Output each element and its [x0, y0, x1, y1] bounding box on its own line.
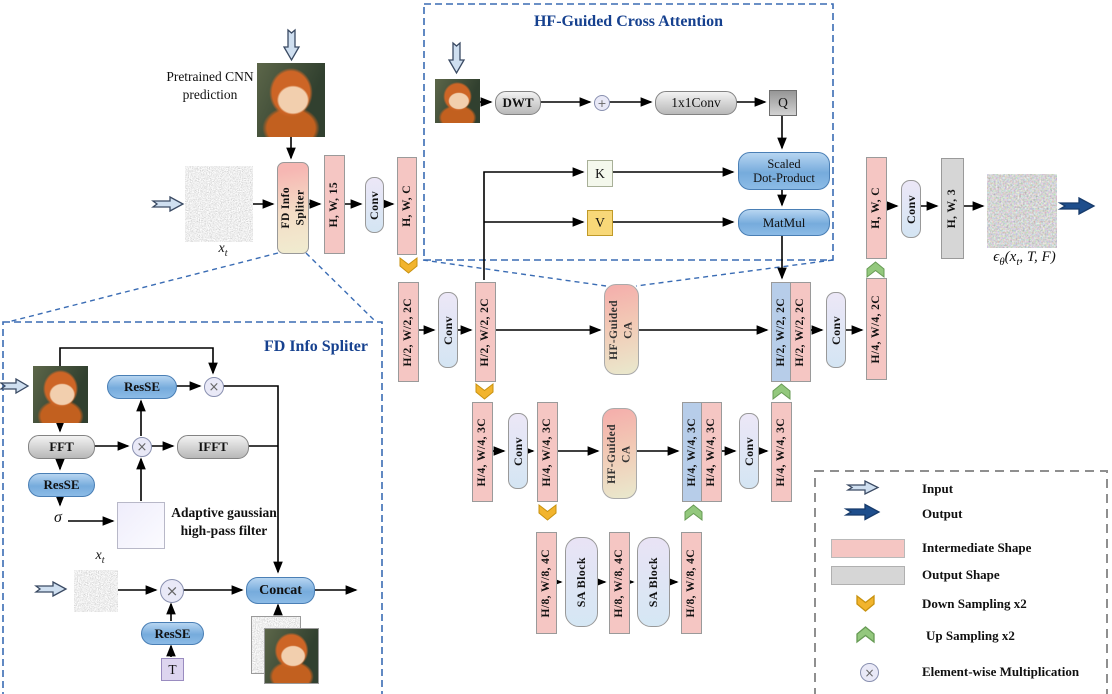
down-sampling-icon — [399, 256, 418, 274]
shape-block-row3-mid: H/4, W/4, 3C — [537, 402, 558, 502]
connector-arrows — [55, 97, 985, 657]
input-arrow-icon — [0, 377, 30, 395]
shape-block-row2-in: H/2, W/2, 2C — [398, 282, 419, 382]
legend-intermediate-swatch — [831, 539, 905, 558]
resse-block-left: ResSE — [28, 473, 95, 497]
conv-block: Conv — [508, 413, 528, 489]
noisy-input-xt-image — [185, 166, 253, 242]
conv-block: Conv — [365, 177, 384, 233]
shape-block-row3-skip: H/4, W/4, 3C — [682, 402, 703, 502]
resse-block-bottom: ResSE — [141, 622, 204, 645]
timestep-box: T — [161, 658, 184, 681]
down-sampling-icon — [538, 503, 557, 521]
up-sampling-icon — [866, 261, 885, 279]
input-arrow-icon — [282, 28, 301, 62]
fd-face-image — [33, 366, 88, 423]
hf-face-image — [435, 79, 480, 123]
sa-block-2: SA Block — [637, 537, 670, 627]
shape-block-hw15: H, W, 15 — [324, 155, 345, 254]
conv-block: Conv — [739, 413, 759, 489]
shape-block-row4-in: H/8, W/8, 4C — [536, 532, 557, 634]
legend-box-border — [814, 470, 1108, 694]
shape-block-hwc: H, W, C — [397, 157, 417, 255]
shape-block-row4-mid: H/8, W/8, 4C — [609, 532, 630, 634]
matmul-block: MatMul — [738, 209, 830, 236]
legend-down-sampling-icon — [856, 594, 875, 612]
fd-splitter-title: FD Info Spliter — [264, 338, 368, 355]
ifft-block: IFFT — [177, 435, 249, 459]
hf-attention-box-border — [423, 3, 834, 261]
predicted-noise-image — [987, 174, 1057, 248]
conv-block: Conv — [901, 180, 921, 238]
legend-output-shape-swatch — [831, 566, 905, 585]
conv-block: Conv — [438, 292, 458, 368]
pretrained-cnn-caption: Pretrained CNN prediction — [166, 69, 254, 102]
legend-output-arrow-icon — [843, 503, 881, 521]
legend-multiply-circle-icon: × — [860, 663, 879, 682]
concat-block: Concat — [246, 577, 315, 604]
dwt-block: DWT — [495, 91, 541, 115]
hf-attention-title: HF-Guided Cross Attention — [533, 13, 724, 30]
output-arrow-icon — [1057, 196, 1096, 216]
input-arrow-icon — [151, 195, 185, 213]
legend-up-sampling-icon — [856, 626, 875, 644]
shape-block-row3-in: H/4, W/4, 3C — [472, 402, 493, 502]
shape-block-row4-out: H/8, W/8, 4C — [681, 532, 702, 634]
epsilon-output-label: ϵθ(xt, T, F) — [993, 249, 1056, 268]
xt-label: xt — [218, 241, 228, 259]
hf-zoom-funnel-lines — [422, 259, 834, 287]
shape-block-out-hw3: H, W, 3 — [941, 158, 964, 259]
shape-block-row2-cat: H/2, W/2, 2C — [790, 282, 811, 382]
shape-block-out-hwc: H, W, C — [866, 157, 887, 259]
adaptive-filter-box — [117, 502, 165, 549]
shape-block-row2-mid: H/2, W/2, 2C — [475, 282, 496, 382]
fd-noisy-xt-image — [74, 570, 118, 612]
dashed-borders — [2, 3, 1108, 694]
legend-label-up-sampling: Up Sampling x2 — [926, 628, 1015, 643]
shape-block-row3-cat: H/4, W/4, 3C — [701, 402, 722, 502]
fft-block: FFT — [28, 435, 95, 459]
conv1x1-block: 1x1Conv — [655, 91, 737, 115]
sampling-chevrons — [399, 256, 885, 522]
cnn-prediction-face-image — [257, 63, 325, 137]
fd-xt-label: xt — [95, 548, 105, 566]
sa-block-1: SA Block — [565, 537, 598, 627]
legend-input-arrow-icon — [845, 479, 880, 496]
fd-zoom-funnel-lines — [7, 252, 376, 323]
plus-circle-icon: + — [594, 95, 610, 111]
stacked-face-image — [264, 628, 319, 684]
up-sampling-icon — [684, 504, 703, 522]
multiply-circle-icon: × — [204, 377, 224, 397]
legend-label-down-sampling: Down Sampling x2 — [922, 596, 1027, 611]
input-arrow-icon — [447, 41, 466, 75]
legend-label-elementwise-mult: Element-wise Multiplication — [922, 664, 1080, 679]
shape-block-row3-out: H/4, W/4, 3C — [771, 402, 792, 502]
value-box: V — [587, 210, 613, 236]
legend-label-intermediate: Intermediate Shape — [922, 540, 1032, 555]
fd-splitter-box-border — [2, 321, 383, 694]
key-box: K — [587, 160, 613, 187]
down-sampling-icon — [475, 382, 494, 400]
shape-block-row2-out: H/4, W/4, 2C — [866, 278, 887, 380]
multiply-circle-icon: × — [132, 437, 152, 457]
multiply-circle-icon: × — [160, 579, 184, 603]
up-sampling-icon — [772, 383, 791, 401]
legend-label-input: Input — [922, 481, 954, 496]
sigma-label: σ — [54, 509, 62, 526]
query-box: Q — [769, 90, 797, 116]
io-arrows — [0, 28, 1096, 644]
conv-block: Conv — [826, 292, 846, 368]
shape-block-row2-skip: H/2, W/2, 2C — [771, 282, 792, 382]
input-arrow-icon — [34, 580, 68, 598]
legend-label-output-shape: Output Shape — [922, 567, 1000, 582]
resse-block-top: ResSE — [107, 375, 177, 399]
legend-label-output: Output — [922, 506, 963, 521]
